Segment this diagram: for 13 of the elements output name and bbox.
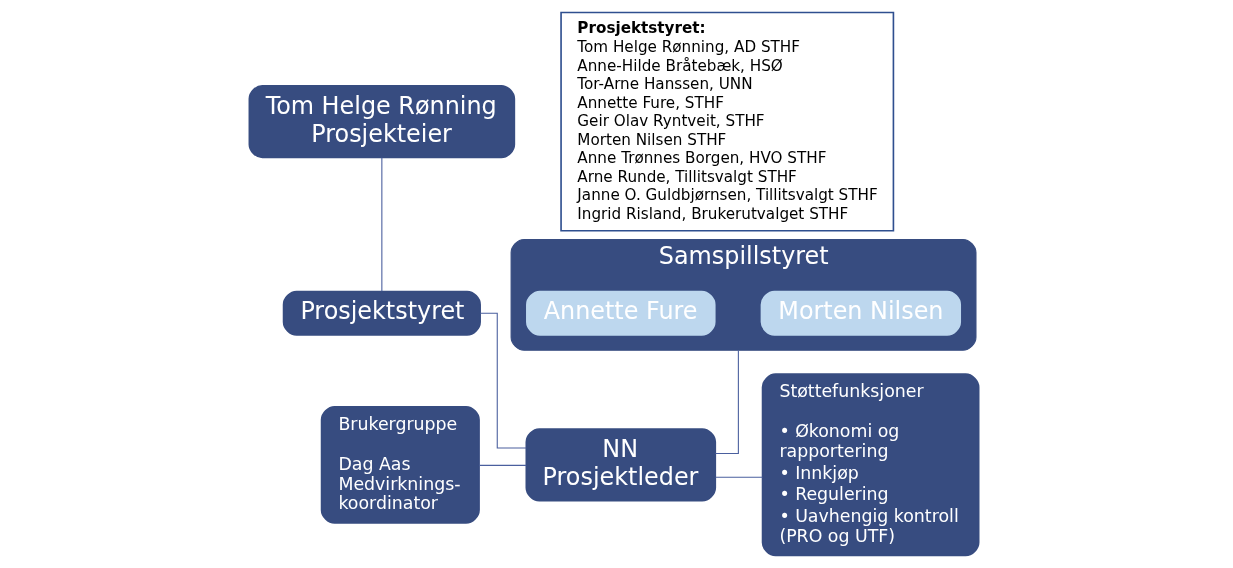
node-box: Morten Nilsen (760, 290, 961, 336)
node-box: Støttefunksjoner • Økonomi og rapportering • Innkjøp • Regulering • Uavhengig kontroll (PRO og UTF) (761, 373, 979, 557)
connector (714, 476, 763, 478)
node-box: Tom Helge Rønning Prosjekteier (248, 84, 515, 159)
node-box: Brukergruppe Dag Aas Medvirknings-koordinator (320, 405, 480, 524)
connector (714, 349, 739, 454)
node-box: NN Prosjektleder (525, 428, 716, 502)
node-box: Annette Fure (525, 290, 716, 336)
connector (380, 157, 382, 292)
connector (479, 312, 527, 449)
node-box: Prosjektstyret (282, 290, 481, 336)
node-box: Prosjektstyret: Tom Helge Rønning, AD STHF Anne-Hilde Bråtebæk, HSØ Tor-Arne Hanssen, UNN Annette Fure, STHF Geir Olav Ryntveit, STHF Morten Nilsen STHF Anne Trønnes Borgen, HVO STHF Arne Runde, Tillitsvalgt STHF Janne O. Guldbjørnsen, Tillitsvalgt STHF Ingrid Risland, Brukerutvalget STHF (559, 11, 894, 232)
connector (478, 464, 527, 466)
